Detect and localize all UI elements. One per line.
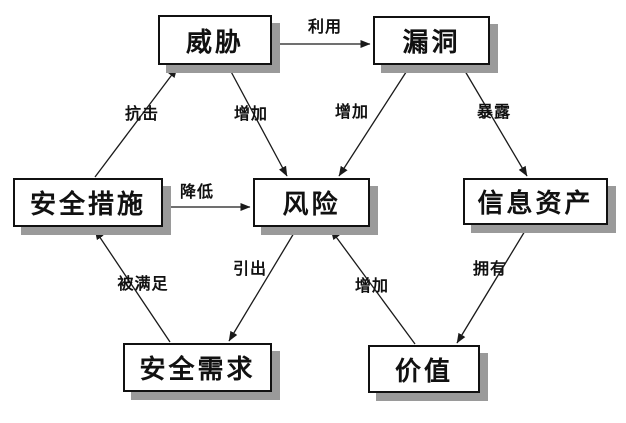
node-security-measures: 安全措施 — [13, 178, 163, 227]
edge-label-threat-to-risk: 增加 — [233, 106, 269, 123]
edge-risk-to-security-requirements — [228, 227, 298, 342]
edge-label-security-measures-to-risk: 降低 — [179, 184, 215, 201]
edge-label-threat-to-vulnerability: 利用 — [307, 19, 343, 36]
node-threat: 威胁 — [158, 15, 272, 65]
edge-label-risk-to-security-requirements: 引出 — [232, 261, 268, 278]
node-value: 价值 — [368, 345, 480, 393]
edge-label-information-assets-to-value: 拥有 — [472, 261, 508, 278]
node-information-assets: 信息资产 — [463, 178, 608, 225]
node-security-requirements: 安全需求 — [123, 343, 272, 392]
edge-label-value-to-risk: 增加 — [354, 278, 390, 295]
node-risk: 风险 — [253, 178, 370, 227]
edge-label-security-measures-to-threat: 抗击 — [124, 106, 160, 123]
node-vulnerability: 漏洞 — [373, 16, 490, 65]
edge-label-vulnerability-to-risk: 增加 — [334, 104, 370, 121]
edge-information-assets-to-value — [456, 225, 529, 344]
edge-label-security-requirements-to-security-measures: 被满足 — [117, 276, 169, 293]
edge-label-vulnerability-to-information-assets: 暴露 — [476, 104, 512, 121]
